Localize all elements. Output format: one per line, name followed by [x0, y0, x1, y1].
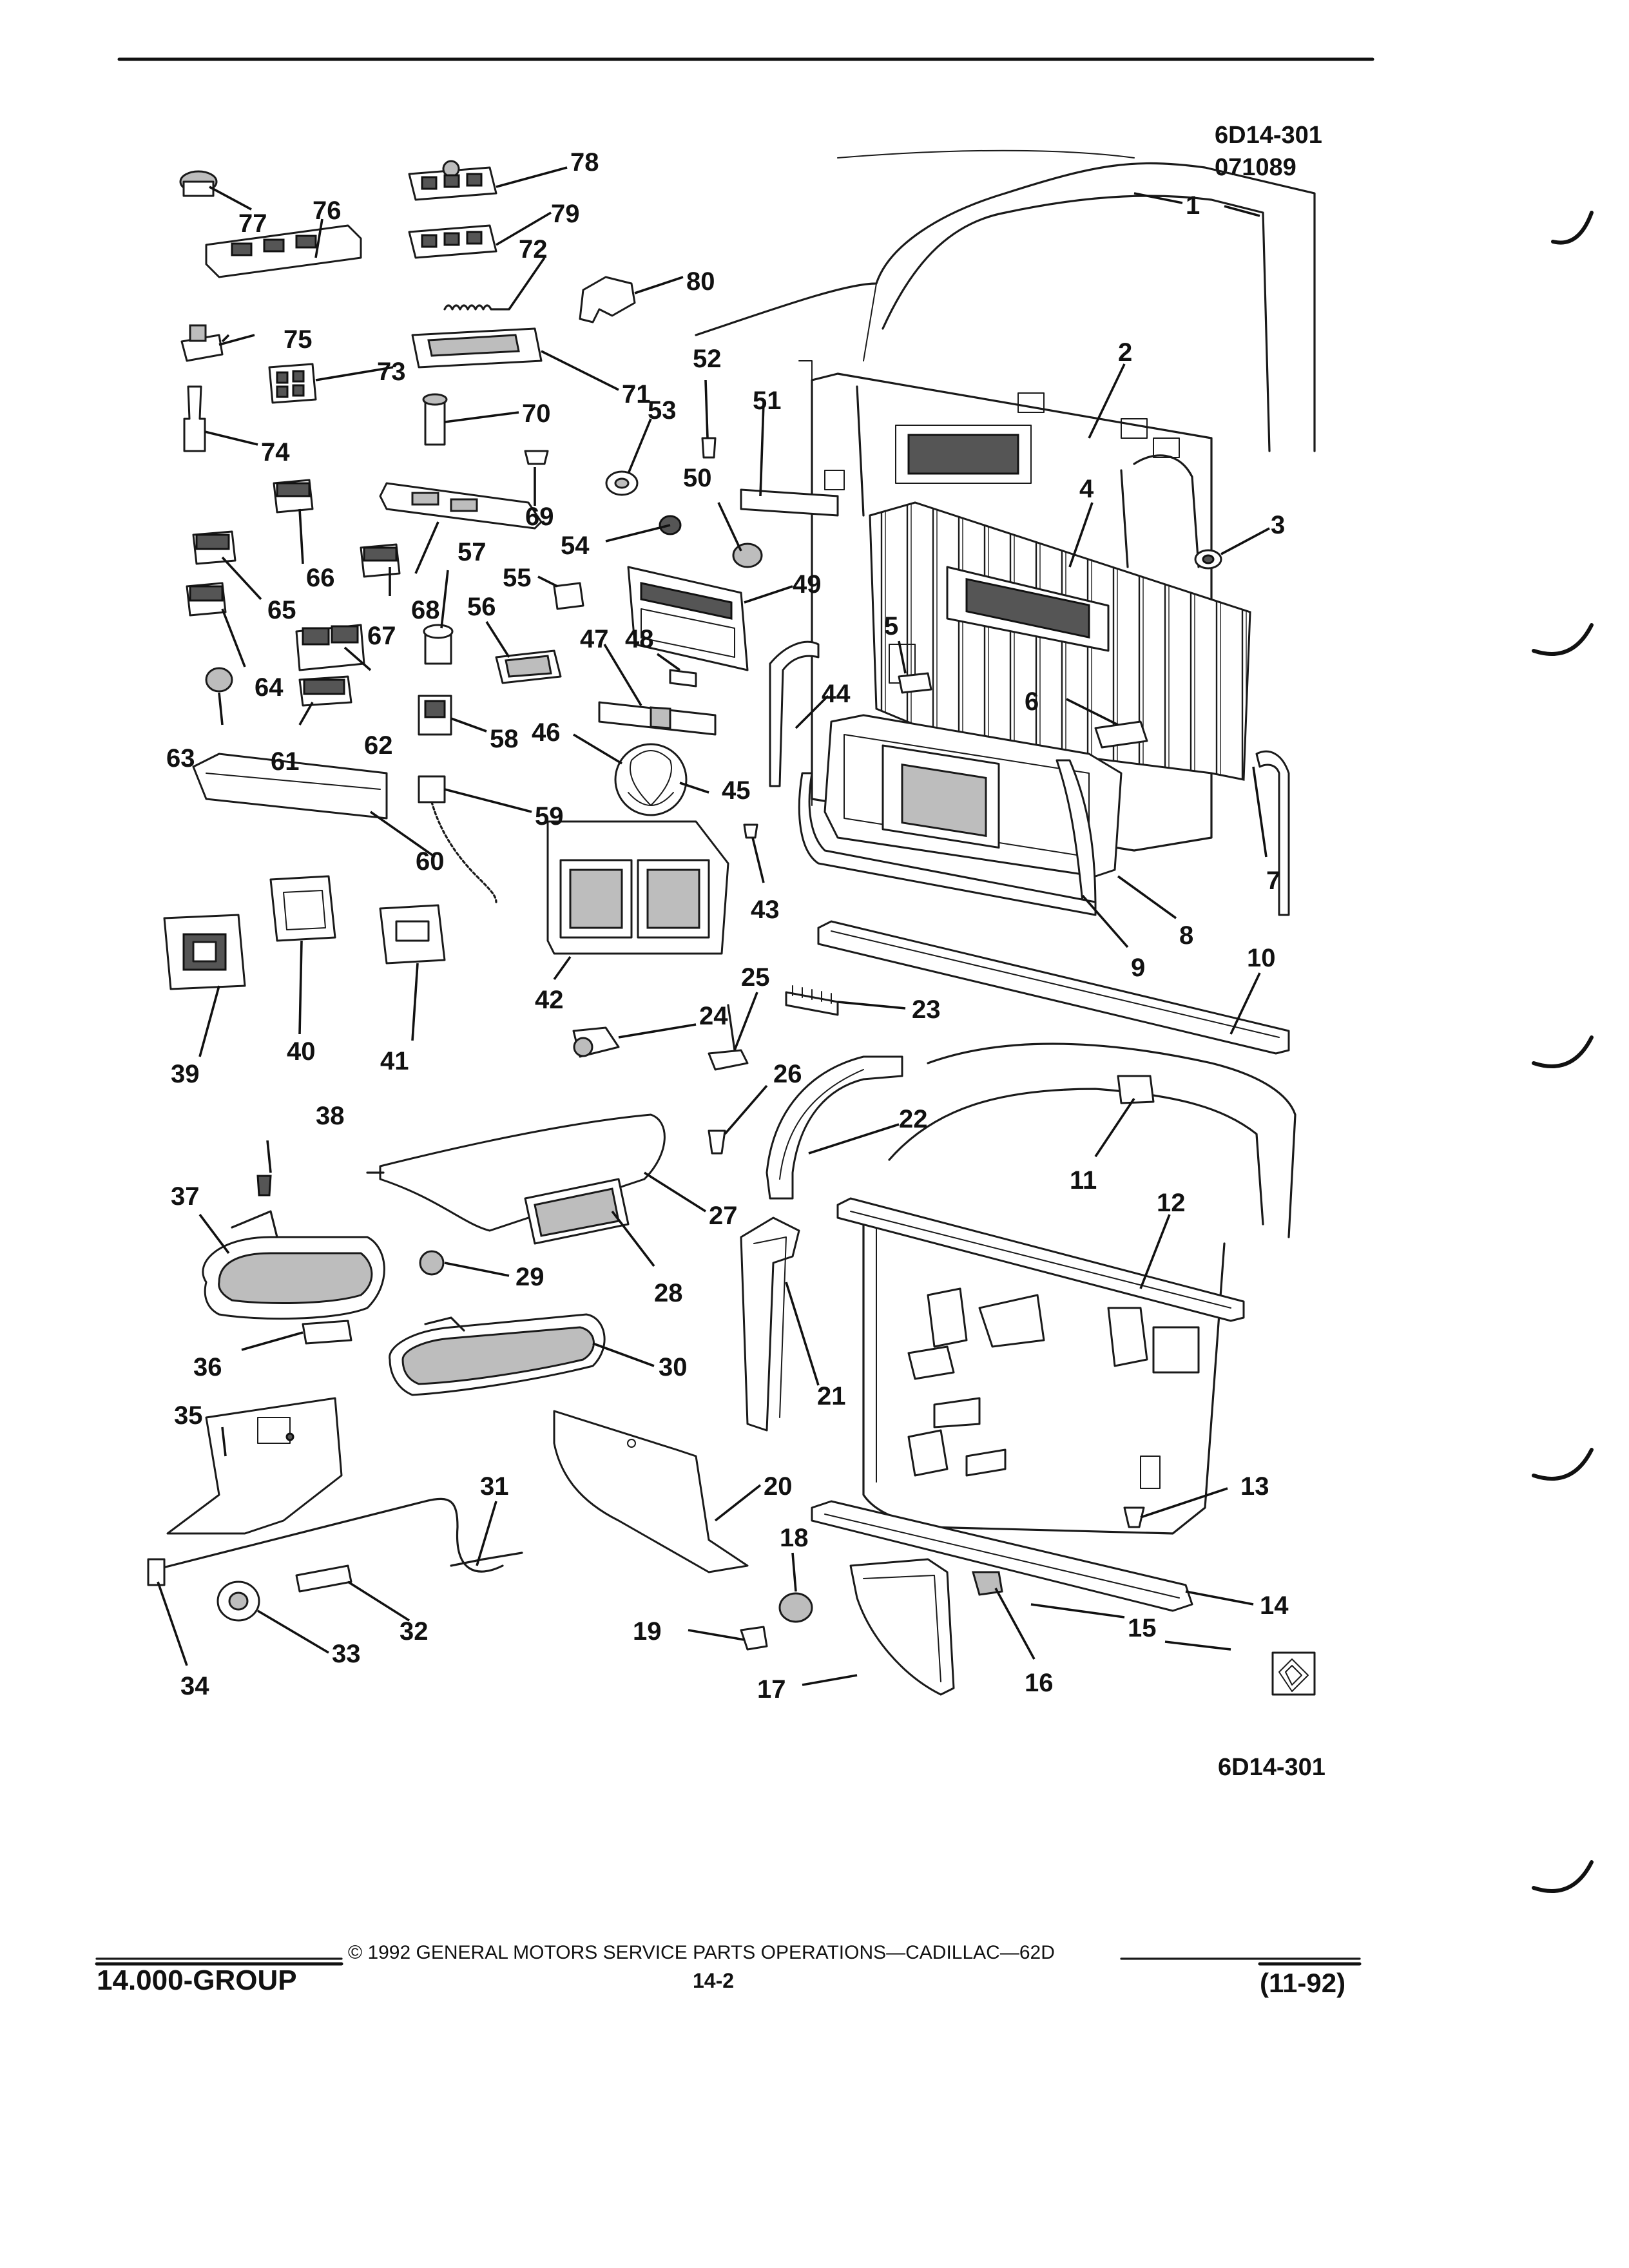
- callout-26: 26: [773, 1060, 802, 1088]
- callout-24: 24: [699, 1002, 728, 1030]
- callout-11: 11: [1070, 1166, 1097, 1195]
- callout-64: 64: [255, 673, 284, 702]
- callout-32: 32: [400, 1617, 429, 1646]
- callout-28: 28: [654, 1279, 683, 1307]
- callout-73: 73: [377, 358, 406, 386]
- callout-78: 78: [570, 148, 599, 177]
- callout-57: 57: [458, 538, 487, 566]
- callout-58: 58: [490, 725, 519, 753]
- footer-page: 14-2: [693, 1969, 734, 1992]
- callout-23: 23: [912, 995, 941, 1024]
- callout-53: 53: [648, 396, 677, 425]
- callout-76: 76: [313, 197, 342, 225]
- callout-13: 13: [1240, 1472, 1269, 1501]
- callout-19: 19: [633, 1617, 662, 1646]
- callout-6: 6: [1025, 687, 1039, 716]
- callout-75: 75: [284, 325, 313, 354]
- callout-55: 55: [503, 564, 532, 592]
- drawing-number: 6D14-301: [1215, 122, 1322, 149]
- callout-31: 31: [480, 1472, 509, 1501]
- callout-46: 46: [532, 718, 561, 747]
- callout-15: 15: [1128, 1614, 1157, 1642]
- callout-79: 79: [551, 200, 580, 228]
- callout-37: 37: [171, 1182, 200, 1211]
- callout-56: 56: [467, 593, 496, 621]
- callout-51: 51: [753, 387, 782, 415]
- callout-52: 52: [693, 345, 722, 373]
- callout-69: 69: [525, 503, 554, 531]
- callout-7: 7: [1266, 867, 1280, 895]
- callout-60: 60: [416, 847, 445, 876]
- callout-4: 4: [1079, 475, 1094, 503]
- callout-62: 62: [364, 731, 393, 760]
- callout-40: 40: [287, 1037, 316, 1066]
- drawing-date: 071089: [1215, 154, 1296, 181]
- callout-43: 43: [751, 896, 780, 924]
- callout-30: 30: [659, 1353, 688, 1381]
- callout-3: 3: [1271, 511, 1285, 539]
- callout-33: 33: [332, 1640, 361, 1668]
- figure-id: 6D14-301: [1218, 1754, 1325, 1781]
- callout-63: 63: [166, 744, 195, 773]
- margin-marks: [1532, 211, 1594, 1893]
- callout-34: 34: [180, 1672, 209, 1700]
- callout-54: 54: [561, 532, 590, 560]
- callout-22: 22: [899, 1105, 928, 1133]
- callout-2: 2: [1118, 338, 1132, 367]
- leader-lines: [157, 166, 1270, 1686]
- footer-group: 14.000-GROUP: [97, 1965, 297, 1996]
- callout-41: 41: [380, 1047, 409, 1075]
- callout-59: 59: [535, 802, 564, 831]
- front-door-assembly-drawing: [695, 149, 1316, 1055]
- callout-12: 12: [1157, 1189, 1186, 1217]
- callout-48: 48: [625, 625, 654, 653]
- callout-numbers: 1 2 3 4 5 6 7 8 9 10 11 12 13 14 15 16 1…: [166, 148, 1289, 1704]
- callout-20: 20: [764, 1472, 793, 1501]
- callout-71: 71: [622, 380, 651, 408]
- callout-5: 5: [884, 612, 898, 640]
- callout-38: 38: [316, 1102, 345, 1130]
- callout-14: 14: [1260, 1591, 1289, 1620]
- callout-16: 16: [1025, 1669, 1054, 1697]
- callout-74: 74: [261, 438, 290, 466]
- callout-61: 61: [271, 747, 300, 776]
- footer: 14.000-GROUP © 1992 GENERAL MOTORS SERVI…: [95, 1942, 1362, 1998]
- callout-80: 80: [686, 267, 715, 296]
- callout-25: 25: [741, 963, 770, 992]
- callout-8: 8: [1179, 921, 1193, 950]
- callout-35: 35: [174, 1401, 203, 1430]
- callout-29: 29: [516, 1263, 545, 1291]
- callout-44: 44: [822, 680, 851, 708]
- callout-50: 50: [683, 464, 712, 492]
- callout-36: 36: [193, 1353, 222, 1381]
- callout-1: 1: [1186, 191, 1200, 220]
- footer-revision: (11-92): [1260, 1968, 1345, 1998]
- callout-68: 68: [411, 596, 440, 624]
- callout-70: 70: [522, 399, 551, 428]
- callout-67: 67: [367, 622, 396, 650]
- callout-45: 45: [722, 776, 751, 805]
- callout-10: 10: [1247, 944, 1276, 972]
- small-parts-drawings: [147, 160, 1316, 1696]
- callout-47: 47: [580, 625, 609, 653]
- callout-9: 9: [1131, 954, 1145, 982]
- callout-42: 42: [535, 986, 564, 1014]
- callout-66: 66: [306, 564, 335, 592]
- callout-17: 17: [757, 1675, 786, 1704]
- callout-21: 21: [817, 1382, 846, 1410]
- footer-copyright: © 1992 GENERAL MOTORS SERVICE PARTS OPER…: [348, 1942, 1055, 1963]
- callout-27: 27: [709, 1202, 738, 1230]
- rear-door-assembly-drawing: [553, 1043, 1296, 1696]
- callout-77: 77: [238, 209, 267, 238]
- callout-39: 39: [171, 1060, 200, 1088]
- callout-65: 65: [267, 596, 296, 624]
- callout-72: 72: [519, 235, 548, 264]
- callout-18: 18: [780, 1524, 809, 1552]
- callout-49: 49: [793, 570, 822, 599]
